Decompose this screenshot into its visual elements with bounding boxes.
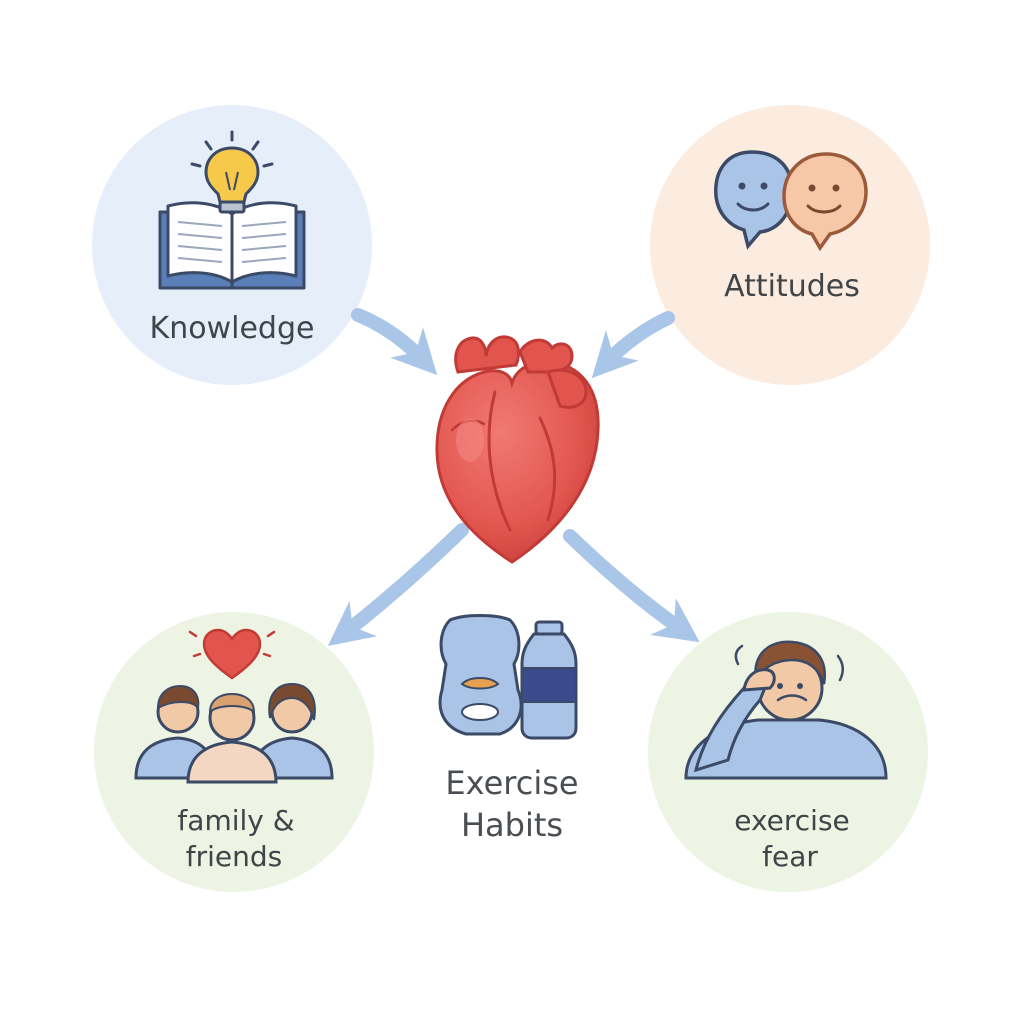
family-friends-icon [134, 628, 334, 784]
arrows [327, 308, 700, 646]
arrow-heart-to-fear [563, 529, 700, 643]
center-label-line2: Habits [461, 806, 563, 844]
water-bottle-icon [520, 620, 578, 740]
smiling-faces-icon [714, 150, 868, 252]
arrow-knowledge-to-heart [351, 308, 438, 376]
arrow-heart-to-family [327, 523, 469, 646]
worried-person-icon [684, 640, 888, 780]
small-heart-icon [202, 628, 262, 680]
fear-label-line1: exercise [734, 804, 850, 837]
attitudes-label: Attitudes [724, 269, 860, 304]
knowledge-label: Knowledge [150, 311, 315, 346]
center-label-line1: Exercise [445, 764, 578, 802]
heart-icon [435, 335, 600, 564]
book-icon [158, 201, 306, 290]
lightbulb-icon [190, 130, 274, 214]
family-label-line2: friends [186, 840, 282, 873]
fear-label-line2: fear [762, 840, 818, 873]
exercise-equipment-icon [438, 614, 523, 736]
arrow-attitudes-to-heart [591, 311, 675, 379]
family-label-line1: family & [177, 804, 294, 837]
attitudes-circle [650, 105, 930, 385]
